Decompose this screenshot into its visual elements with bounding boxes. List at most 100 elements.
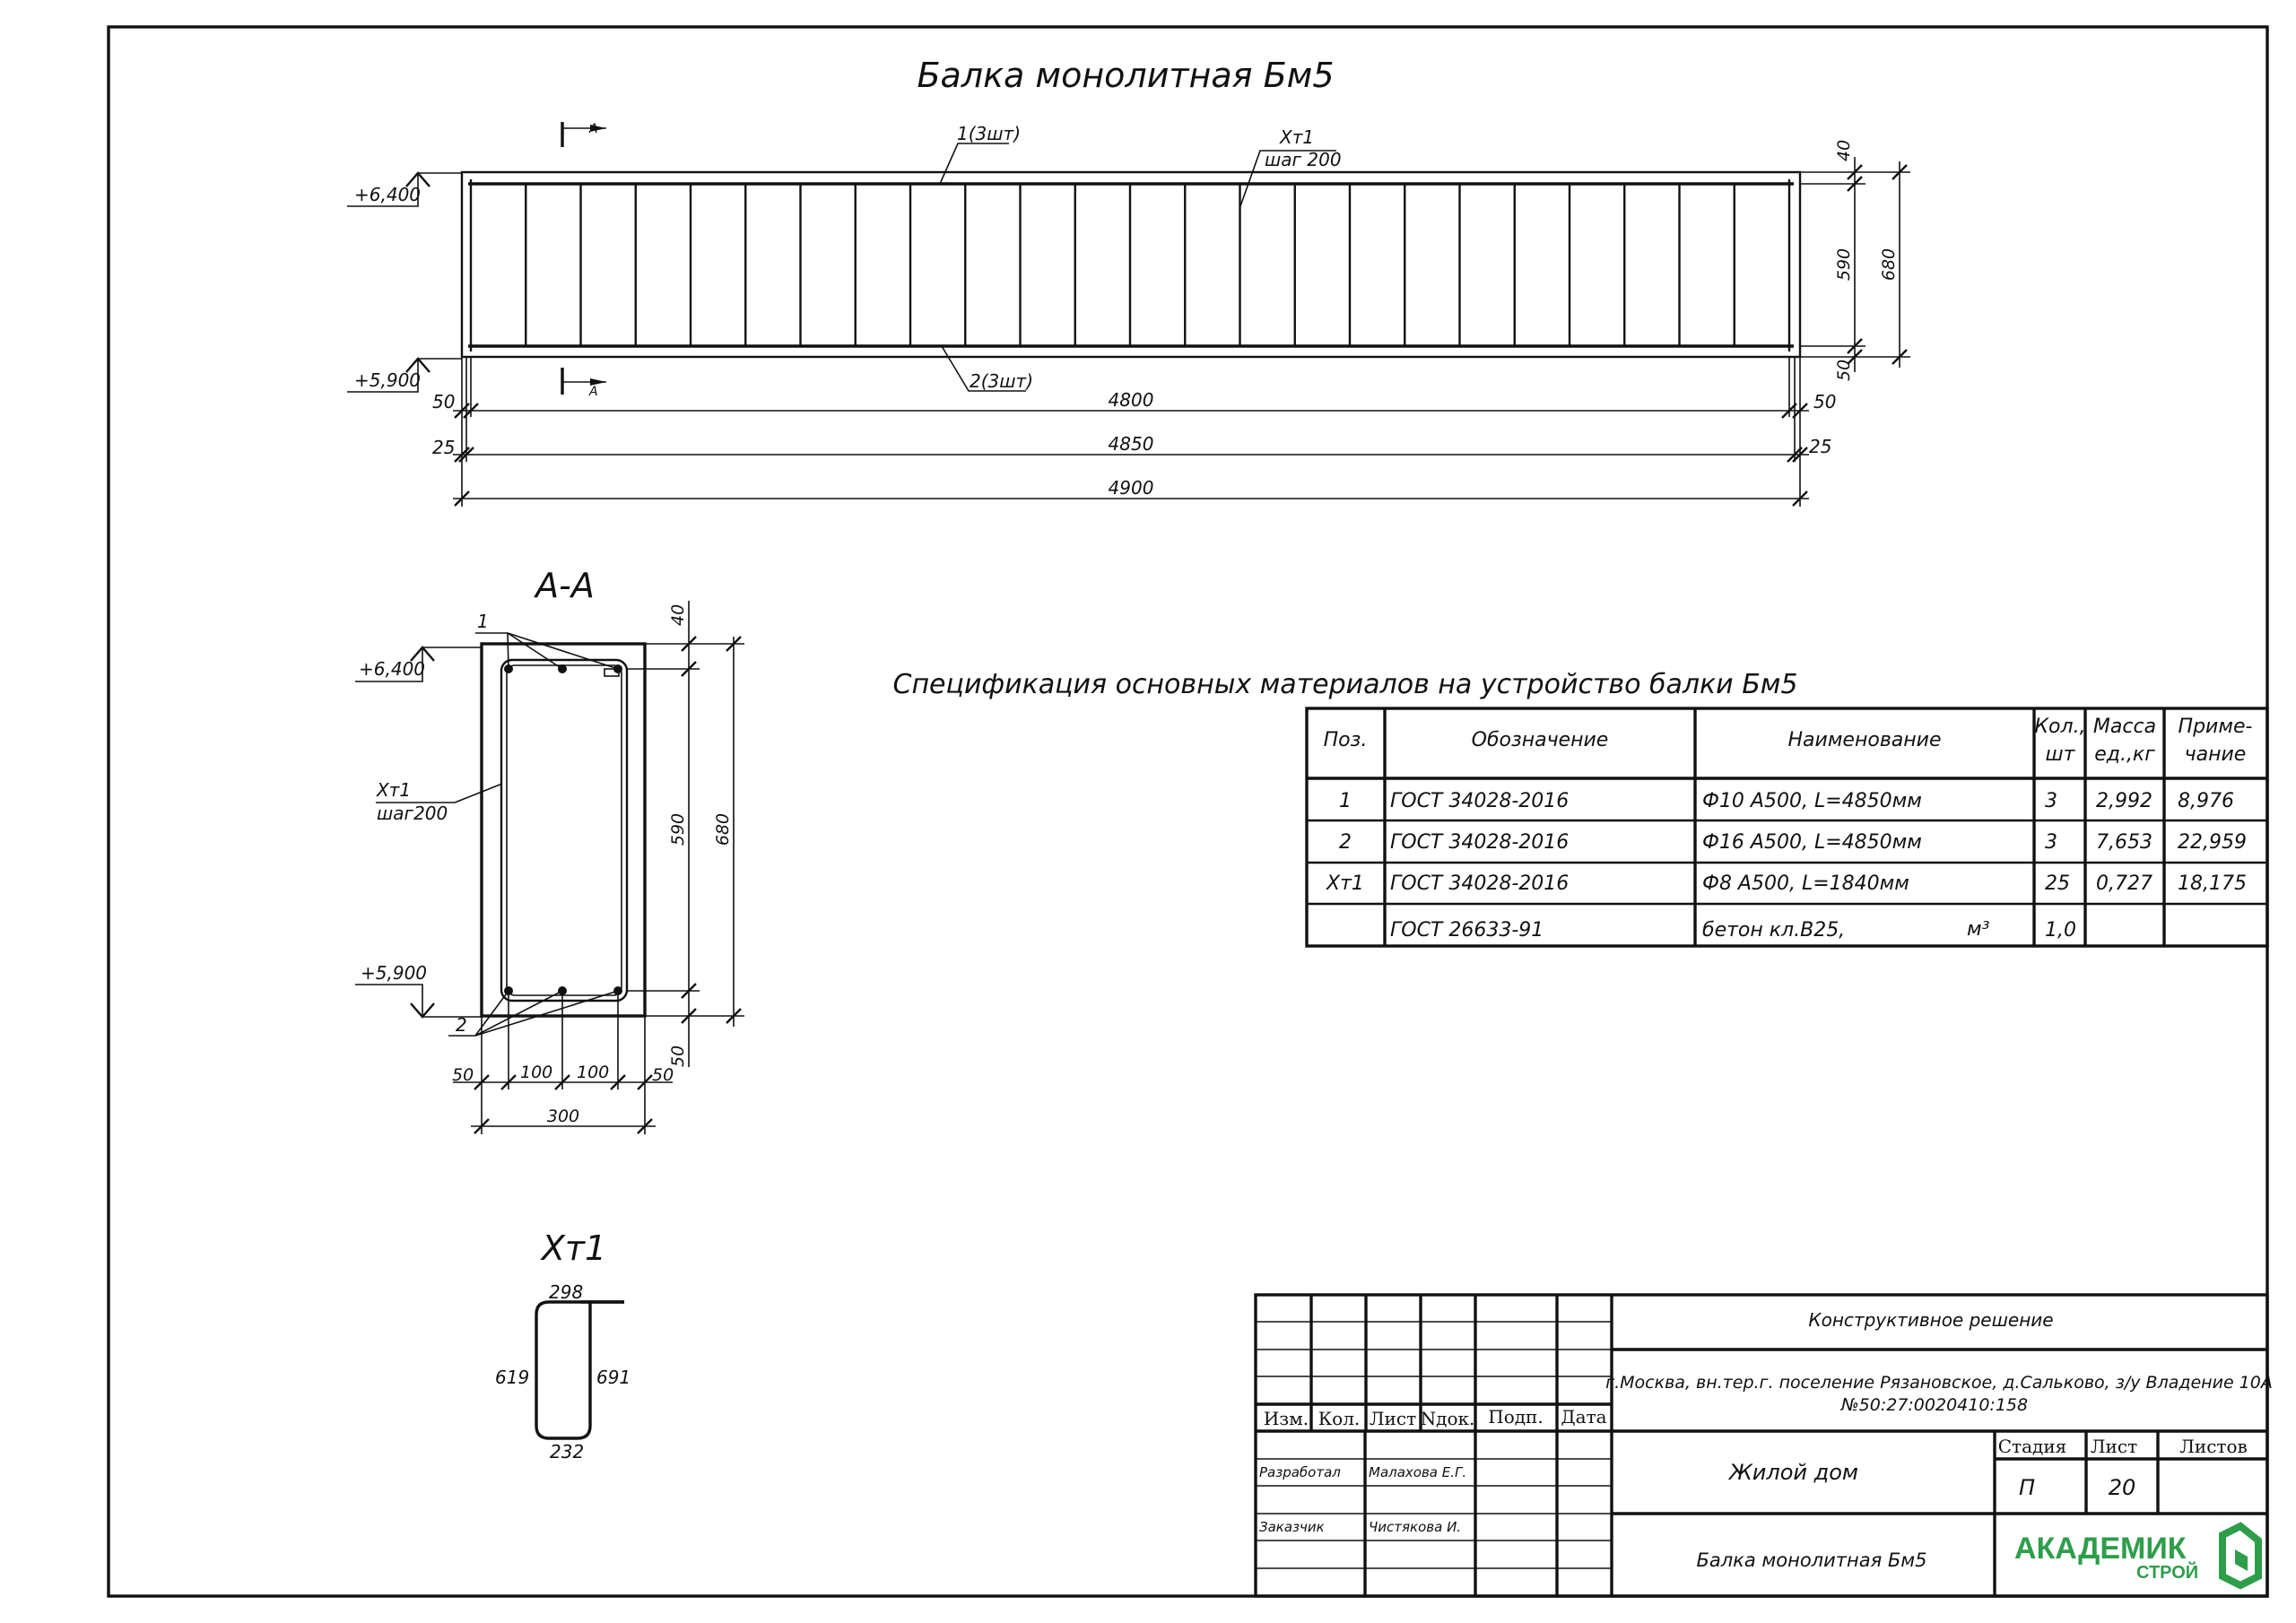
spec-header-qty-2: шт bbox=[2046, 743, 2076, 766]
section-stirrup-step: шаг200 bbox=[377, 803, 448, 824]
level-mark-top-line bbox=[347, 173, 419, 207]
label-bottom-rebar: 2(3шт) bbox=[970, 370, 1033, 392]
spec-header-pos: Поз. bbox=[1324, 729, 1368, 751]
spec-cell-name: бетон кл.В25, bbox=[1702, 919, 1845, 942]
spec-cell-name: Ф10 А500, L=4850мм bbox=[1702, 790, 1922, 812]
dim-right-50: 50 bbox=[1834, 360, 1854, 381]
leader-top-rebar bbox=[939, 143, 1009, 185]
spec-header-note-1: Приме- bbox=[2179, 716, 2253, 738]
section-dim-680: 680 bbox=[713, 813, 733, 846]
tb-header-kol: Кол. bbox=[1318, 1408, 1361, 1429]
stirrup-detail-title: Хт1 bbox=[540, 1228, 606, 1268]
spec-table-cols bbox=[1383, 708, 2166, 946]
tb-stage-label: Стадия bbox=[1998, 1436, 2067, 1457]
section-stirrup-outer bbox=[500, 658, 629, 1002]
tb-header-list: Лист bbox=[1370, 1408, 1416, 1429]
spec-cell-designation: ГОСТ 34028-2016 bbox=[1390, 831, 1569, 854]
company-logo: АКАДЕМИК СТРОЙ bbox=[2014, 1522, 2262, 1590]
spec-cell-qty: 3 bbox=[2045, 831, 2057, 854]
section-a-a: А-А 1 2 Хт1 шаг200 +6,400 +5,900 bbox=[355, 566, 744, 1134]
tb-section-name: Конструктивное решение bbox=[1808, 1309, 2053, 1331]
spec-header-designation: Обозначение bbox=[1472, 729, 1609, 751]
stirrup-detail: Хт1 298 619 691 232 bbox=[495, 1228, 631, 1462]
dim-4850-label: 4850 bbox=[1109, 433, 1154, 455]
title-block: Изм. Кол. Лист Nдок. Подп. Дата Разработ… bbox=[1254, 1293, 2273, 1598]
logo-sub-text: СТРОЙ bbox=[2136, 1561, 2198, 1583]
dim-right-ticks bbox=[1847, 164, 1908, 365]
section-marker-bottom-arrowhead bbox=[590, 378, 606, 386]
spec-cell-name: Ф16 А500, L=4850мм bbox=[1702, 831, 1922, 854]
spec-cell-designation: ГОСТ 26633-91 bbox=[1390, 919, 1544, 942]
tb-address-line1: г.Москва, вн.тер.г. поселение Рязановско… bbox=[1605, 1373, 2273, 1393]
tb-header-podp: Подп. bbox=[1488, 1406, 1543, 1428]
stirrup-dim-298: 298 bbox=[549, 1281, 583, 1303]
spec-unit-m3: м³ bbox=[1967, 918, 1990, 941]
tb-object: Жилой дом bbox=[1727, 1460, 1858, 1485]
dim-end-right-25: 25 bbox=[1809, 436, 1831, 457]
title-block-right-grid bbox=[1612, 1348, 2267, 1596]
spec-cell-designation: ГОСТ 34028-2016 bbox=[1390, 872, 1569, 895]
dim-right-590: 590 bbox=[1834, 248, 1854, 281]
house-icon-inner bbox=[2235, 1549, 2248, 1571]
label-stirrup-step: шаг 200 bbox=[1265, 149, 1342, 170]
section-top-bar-pos: 1 bbox=[477, 611, 489, 632]
tb-header-ndok: Nдок. bbox=[1421, 1408, 1475, 1429]
section-dim-100-1: 100 bbox=[520, 1063, 552, 1082]
tb-sheets-label: Листов bbox=[2179, 1436, 2248, 1457]
section-marker-top-arrowhead bbox=[590, 125, 606, 132]
spec-cell-qty: 25 bbox=[2045, 872, 2070, 895]
leader-bottom-rebar bbox=[941, 345, 1026, 392]
leader-section-top-bars-3 bbox=[507, 632, 619, 670]
section-level-bottom: +5,900 bbox=[361, 962, 427, 984]
spec-header-note-2: чание bbox=[2185, 743, 2247, 766]
leader-stirrup bbox=[1239, 150, 1336, 207]
spec-cell-note: 18,175 bbox=[2178, 872, 2247, 895]
leader-section-bottom-bars-2 bbox=[474, 990, 563, 1037]
dim-4900-label: 4900 bbox=[1109, 477, 1154, 499]
section-dim-50-left: 50 bbox=[452, 1065, 474, 1085]
dim-end-left-25: 25 bbox=[432, 437, 455, 458]
spec-cell-designation: ГОСТ 34028-2016 bbox=[1390, 790, 1569, 812]
beam-outline bbox=[460, 170, 1802, 359]
stirrup-dim-232: 232 bbox=[550, 1441, 584, 1462]
section-level-top-line bbox=[355, 647, 423, 682]
tb-sheet-label: Лист bbox=[2091, 1436, 2137, 1457]
tb-developed-label: Разработал bbox=[1259, 1464, 1341, 1480]
section-dim-100-2: 100 bbox=[577, 1063, 609, 1082]
dim-4800-label: 4800 bbox=[1109, 389, 1154, 411]
house-icon bbox=[2219, 1522, 2262, 1590]
section-level-top: +6,400 bbox=[359, 658, 425, 680]
tb-address-line2: №50:27:0020410:158 bbox=[1840, 1395, 2028, 1415]
label-top-rebar: 1(3шт) bbox=[957, 123, 1021, 144]
spec-header-name: Наименование bbox=[1788, 729, 1942, 751]
section-level-bottom-line bbox=[355, 984, 423, 1017]
level-mark-bottom-line bbox=[347, 359, 419, 393]
tb-sheet-title: Балка монолитная Бм5 bbox=[1696, 1549, 1926, 1571]
section-title: А-А bbox=[533, 566, 595, 605]
spec-table: Спецификация основных материалов на устр… bbox=[893, 669, 2269, 948]
spec-cell-pos: Хт1 bbox=[1326, 872, 1364, 895]
dim-right-680: 680 bbox=[1879, 248, 1899, 281]
spec-header-mass-2: ед.,кг bbox=[2094, 743, 2155, 766]
section-hook bbox=[604, 668, 620, 677]
spec-cell-note: 8,976 bbox=[2178, 790, 2234, 812]
tb-sheet-value: 20 bbox=[2109, 1475, 2136, 1500]
leader-section-bottom-bars-3 bbox=[474, 990, 619, 1037]
spec-cell-mass: 7,653 bbox=[2096, 831, 2152, 854]
tb-customer-name: Чистякова И. bbox=[1369, 1519, 1461, 1535]
title-block-frame bbox=[1254, 1293, 2269, 1598]
beam-elevation: А А +6,400 +5,900 1(3шт) 2(3шт) Хт1 шаг … bbox=[347, 122, 1910, 507]
label-stirrup: Хт1 bbox=[1279, 126, 1314, 148]
leader-section-stirrup bbox=[376, 783, 503, 803]
spec-title: Спецификация основных материалов на устр… bbox=[893, 669, 1798, 700]
tb-header-izm: Изм. bbox=[1264, 1408, 1309, 1429]
stirrups-group bbox=[525, 184, 1735, 346]
section-dim-50: 50 bbox=[668, 1046, 688, 1067]
title-block-left-grid bbox=[1256, 1295, 1613, 1596]
spec-cell-mass: 2,992 bbox=[2096, 790, 2152, 812]
section-dim-40: 40 bbox=[668, 604, 688, 626]
tb-header-data: Дата bbox=[1561, 1406, 1606, 1428]
dim-end-right-50: 50 bbox=[1813, 391, 1836, 412]
section-dim-bottom-ticks bbox=[474, 1074, 653, 1134]
